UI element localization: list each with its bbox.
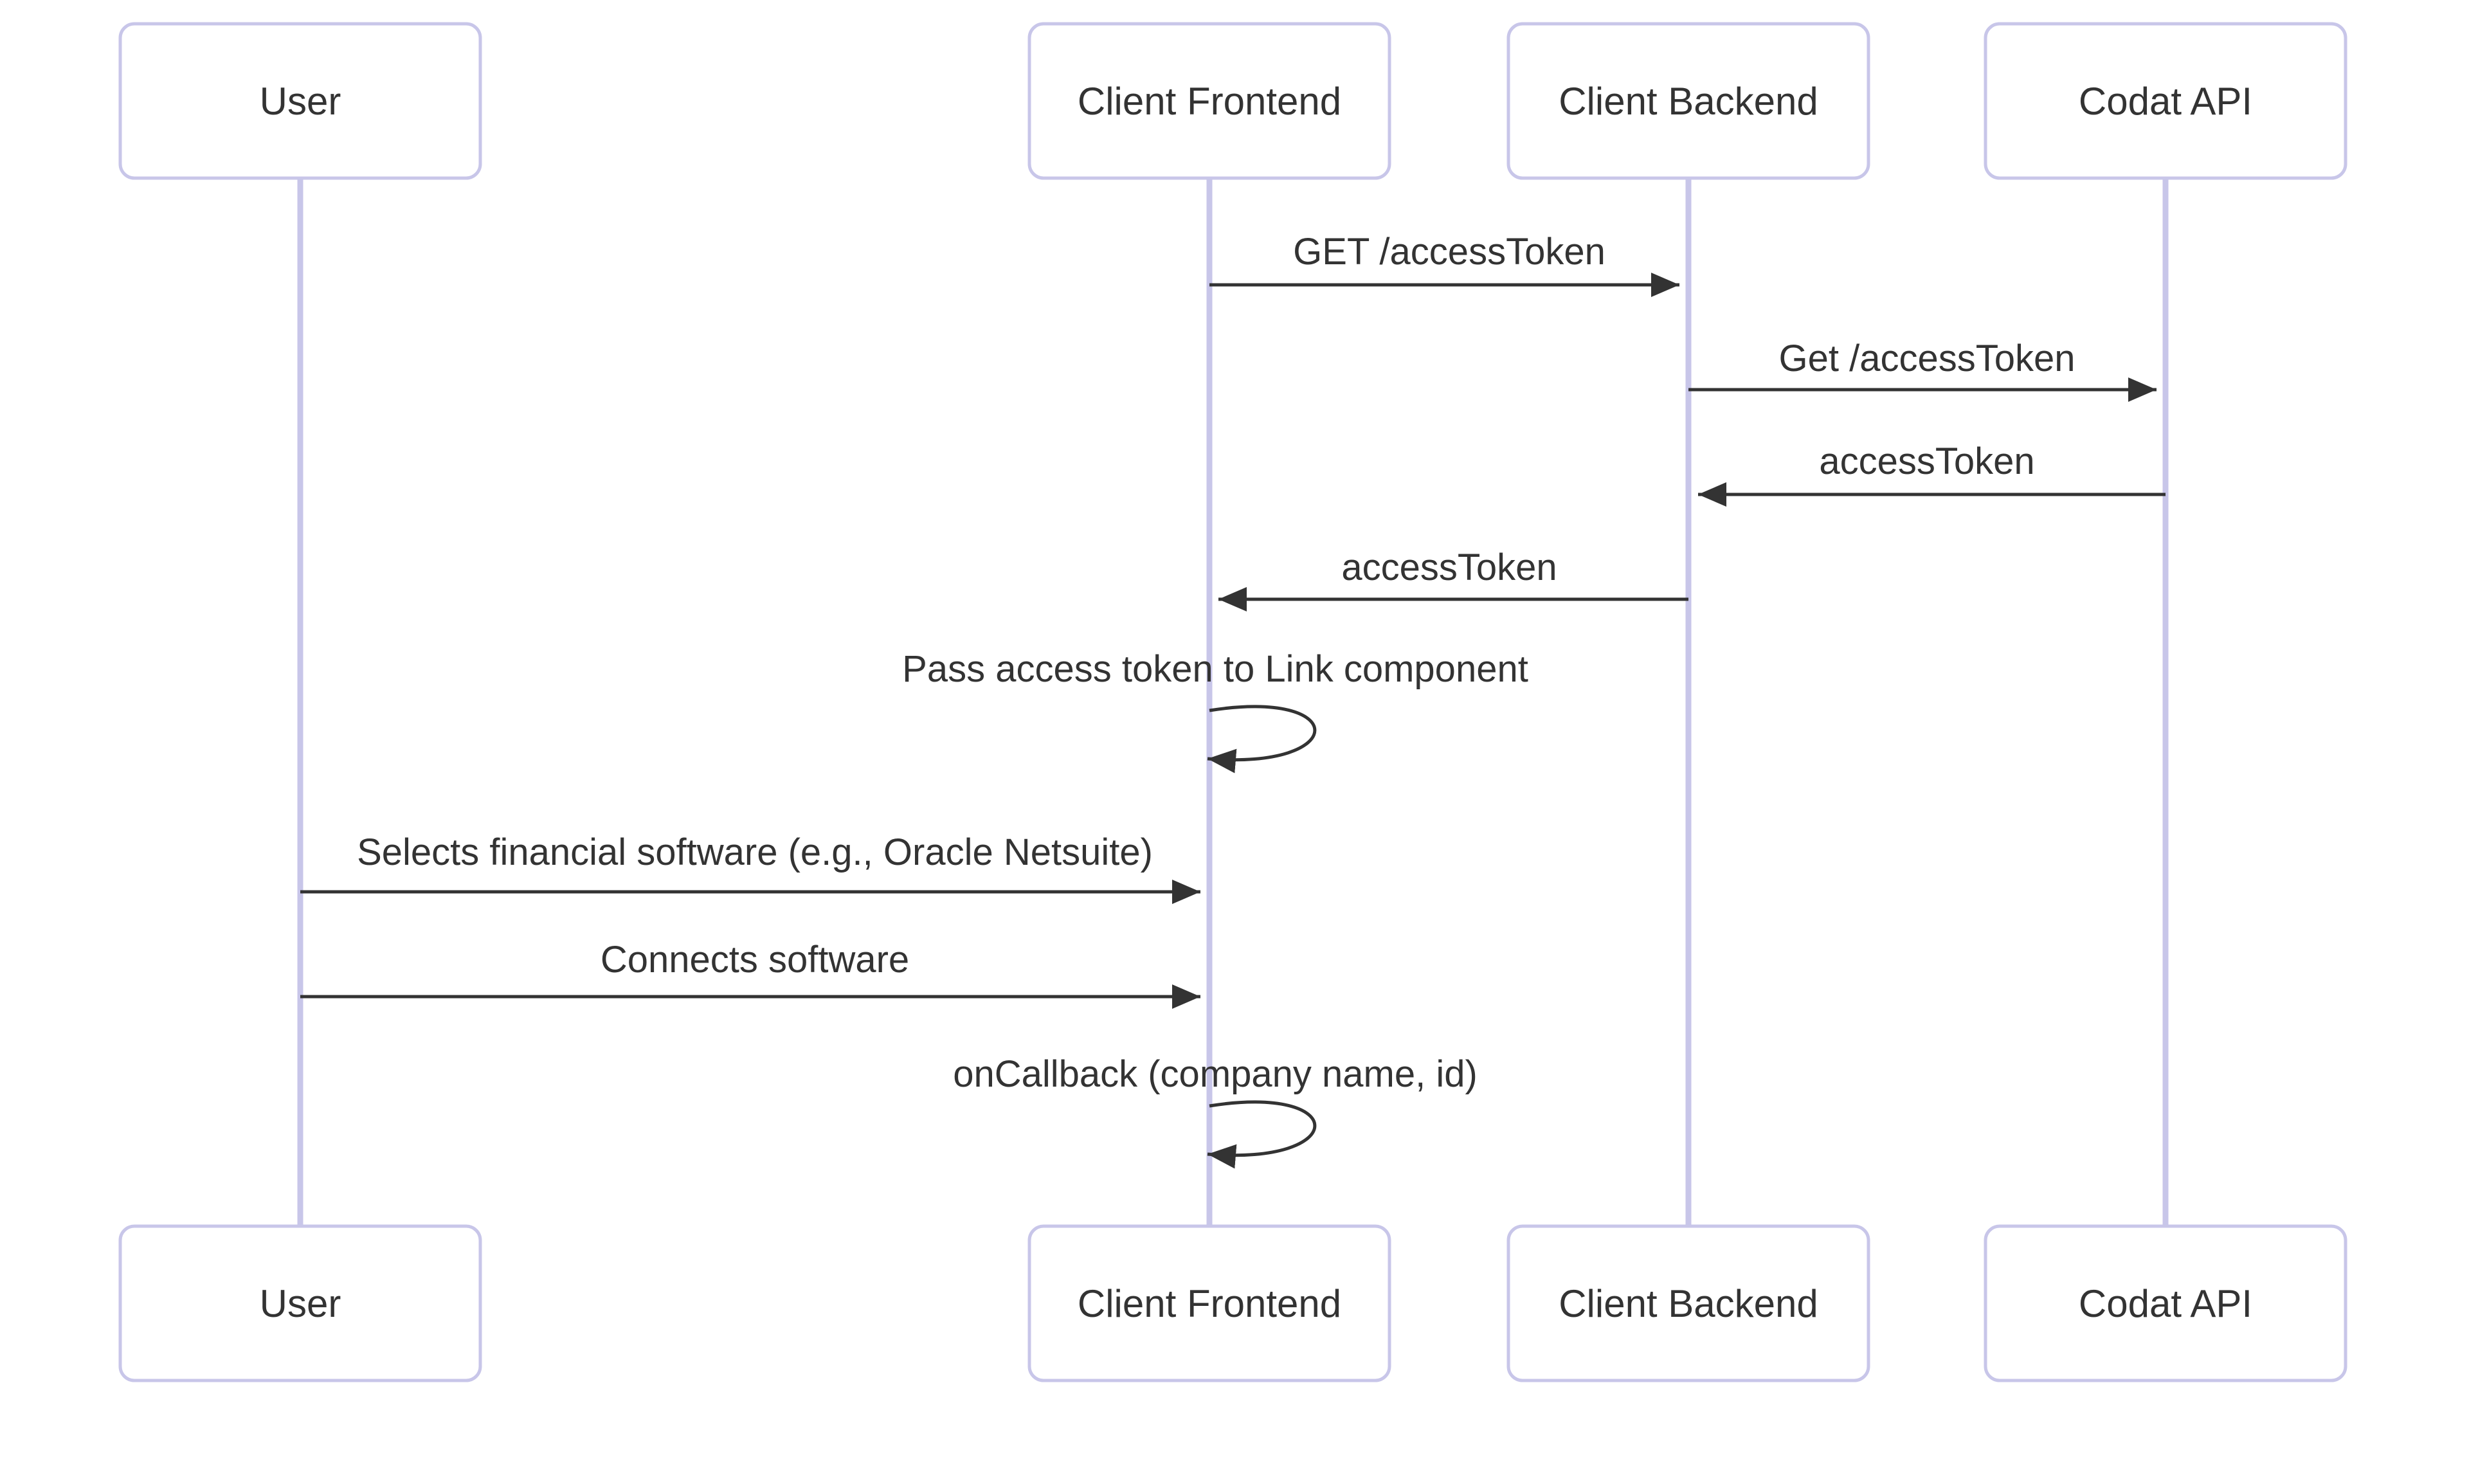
message-pass-access-token-self-loop: Pass access token to Link component bbox=[902, 648, 1528, 774]
actor-label-client-frontend-bottom: Client Frontend bbox=[1078, 1282, 1341, 1325]
message-get-accesstoken-backend-to-codat: Get /accessToken bbox=[1688, 338, 2157, 402]
actor-label-client-backend-top: Client Backend bbox=[1559, 80, 1818, 123]
actor-label-codat-api-top: Codat API bbox=[2079, 80, 2252, 123]
self-loop-arrow bbox=[1207, 1100, 1317, 1169]
actor-box-codat-api-bottom bbox=[1984, 1224, 2347, 1382]
actor-box-client-frontend-bottom bbox=[1027, 1224, 1391, 1382]
message-oncallback-self-loop: onCallback (company name, id) bbox=[953, 1053, 1478, 1169]
actor-bottom-codat-api: Codat API bbox=[1984, 1224, 2347, 1382]
actor-bottom-client-backend: Client Backend bbox=[1506, 1224, 1870, 1382]
message-label: Pass access token to Link component bbox=[902, 648, 1528, 690]
actor-top-codat-api: Codat API bbox=[1984, 22, 2347, 180]
message-label: Connects software bbox=[601, 939, 909, 981]
actor-bottom-user: User bbox=[118, 1224, 482, 1382]
actor-label-user-top: User bbox=[260, 80, 341, 123]
actor-label-client-frontend-top: Client Frontend bbox=[1078, 80, 1341, 123]
actor-box-client-frontend-top bbox=[1027, 22, 1391, 180]
actor-label-client-backend-bottom: Client Backend bbox=[1559, 1282, 1818, 1325]
actor-bottom-client-frontend: Client Frontend bbox=[1027, 1224, 1391, 1382]
message-accesstoken-backend-to-frontend: accessToken bbox=[1218, 547, 1688, 611]
actor-box-user-top bbox=[118, 22, 482, 180]
actor-box-client-backend-top bbox=[1506, 22, 1870, 180]
actor-box-codat-api-top bbox=[1984, 22, 2347, 180]
message-accesstoken-codat-to-backend: accessToken bbox=[1698, 440, 2166, 507]
message-label: Get /accessToken bbox=[1779, 338, 2076, 379]
message-label: accessToken bbox=[1819, 440, 2034, 482]
message-label: onCallback (company name, id) bbox=[953, 1053, 1478, 1095]
actor-top-client-frontend: Client Frontend bbox=[1027, 22, 1391, 180]
message-selects-financial-software: Selects financial software (e.g., Oracle… bbox=[300, 831, 1200, 904]
message-label: accessToken bbox=[1341, 547, 1557, 588]
actor-box-client-backend-bottom bbox=[1506, 1224, 1870, 1382]
actor-top-client-backend: Client Backend bbox=[1506, 22, 1870, 180]
actor-label-user-bottom: User bbox=[260, 1282, 341, 1325]
actor-top-user: User bbox=[118, 22, 482, 180]
message-connects-software: Connects software bbox=[300, 939, 1200, 1009]
message-label: GET /accessToken bbox=[1293, 231, 1605, 273]
actor-label-codat-api-bottom: Codat API bbox=[2079, 1282, 2252, 1325]
message-get-accesstoken-frontend-to-backend: GET /accessToken bbox=[1209, 231, 1679, 297]
actor-box-user-bottom bbox=[118, 1224, 482, 1382]
self-loop-arrow bbox=[1207, 705, 1317, 774]
message-label: Selects financial software (e.g., Oracle… bbox=[357, 831, 1153, 873]
